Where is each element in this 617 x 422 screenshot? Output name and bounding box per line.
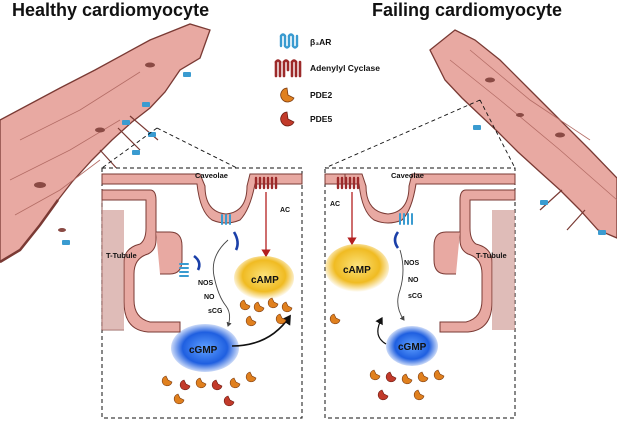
pde-cluster-below-cgmp-failing bbox=[369, 369, 445, 401]
beta3ar-caveola-failing bbox=[399, 213, 413, 225]
caveolae-label-healthy: Caveolae bbox=[195, 171, 228, 180]
g-protein-healthy-2 bbox=[193, 254, 201, 271]
beta3ar-ttubule-healthy bbox=[179, 263, 189, 277]
healthy-inset-panel: Caveolae T-Tubule AC NOS NO sCG cAMP cGM… bbox=[101, 167, 303, 419]
legend-label-adenylyl-cyclase: Adenylyl Cyclase bbox=[310, 63, 380, 73]
camp-cloud-healthy bbox=[234, 256, 294, 300]
cgmp-activates-pde2-arrow-failing bbox=[375, 316, 387, 345]
sgc-label-healthy: sCG bbox=[208, 308, 223, 315]
adenylyl-cyclase-failing bbox=[336, 176, 360, 190]
ac-label-failing: AC bbox=[330, 201, 340, 208]
ac-label-healthy: AC bbox=[280, 207, 290, 214]
healthy-cell-illustration bbox=[0, 23, 238, 264]
adenylyl-cyclase-icon bbox=[274, 59, 302, 78]
nos-label-healthy: NOS bbox=[198, 280, 214, 287]
failing-inset-panel: Caveolae T-Tubule AC NOS NO sCG cAMP cGM… bbox=[324, 167, 516, 419]
camp-cloud-failing bbox=[325, 244, 389, 292]
no-label-failing: NO bbox=[408, 277, 419, 284]
camp-label-healthy: cAMP bbox=[251, 275, 279, 286]
legend: β₃AR Adenylyl Cyclase PDE2 PDE5 bbox=[274, 33, 380, 127]
legend-item-pde2: PDE2 bbox=[280, 87, 332, 103]
cgmp-label-healthy: cGMP bbox=[189, 345, 218, 356]
pde2-cluster-healthy bbox=[239, 297, 293, 327]
legend-item-beta3ar: β₃AR bbox=[279, 33, 331, 49]
cgmp-activates-pde2-arrow-healthy bbox=[231, 314, 291, 347]
t-tubule-label-failing: T-Tubule bbox=[476, 251, 507, 260]
beta3ar-caveola-healthy bbox=[221, 214, 231, 225]
camp-label-failing: cAMP bbox=[343, 265, 371, 276]
legend-label-beta3ar: β₃AR bbox=[310, 37, 331, 47]
failing-cell-illustration bbox=[324, 29, 617, 239]
nos-label-failing: NOS bbox=[404, 260, 420, 267]
legend-item-adenylyl-cyclase: Adenylyl Cyclase bbox=[274, 59, 380, 78]
adenylyl-cyclase-healthy bbox=[254, 176, 278, 190]
beta3-receptor-icon bbox=[279, 33, 299, 49]
pde5-icon bbox=[280, 111, 295, 127]
pde2-near-camp-failing bbox=[329, 313, 341, 325]
cgmp-label-failing: cGMP bbox=[398, 342, 427, 353]
sgc-label-failing: sCG bbox=[408, 293, 423, 300]
g-protein-failing bbox=[393, 231, 400, 249]
pde2-icon bbox=[280, 87, 295, 103]
cgmp-cloud-failing bbox=[386, 326, 438, 366]
caveolae-label-failing: Caveolae bbox=[391, 171, 424, 180]
title-failing: Failing cardiomyocyte bbox=[372, 0, 562, 20]
g-protein-healthy-1 bbox=[232, 231, 239, 251]
pde-cluster-below-cgmp-healthy bbox=[161, 371, 257, 407]
t-tubule-label-healthy: T-Tubule bbox=[106, 251, 137, 260]
legend-label-pde5: PDE5 bbox=[310, 114, 332, 124]
legend-item-pde5: PDE5 bbox=[280, 111, 332, 127]
cgmp-cloud-healthy bbox=[171, 324, 239, 372]
no-label-healthy: NO bbox=[204, 294, 215, 301]
title-healthy: Healthy cardiomyocyte bbox=[12, 0, 209, 20]
legend-label-pde2: PDE2 bbox=[310, 90, 332, 100]
